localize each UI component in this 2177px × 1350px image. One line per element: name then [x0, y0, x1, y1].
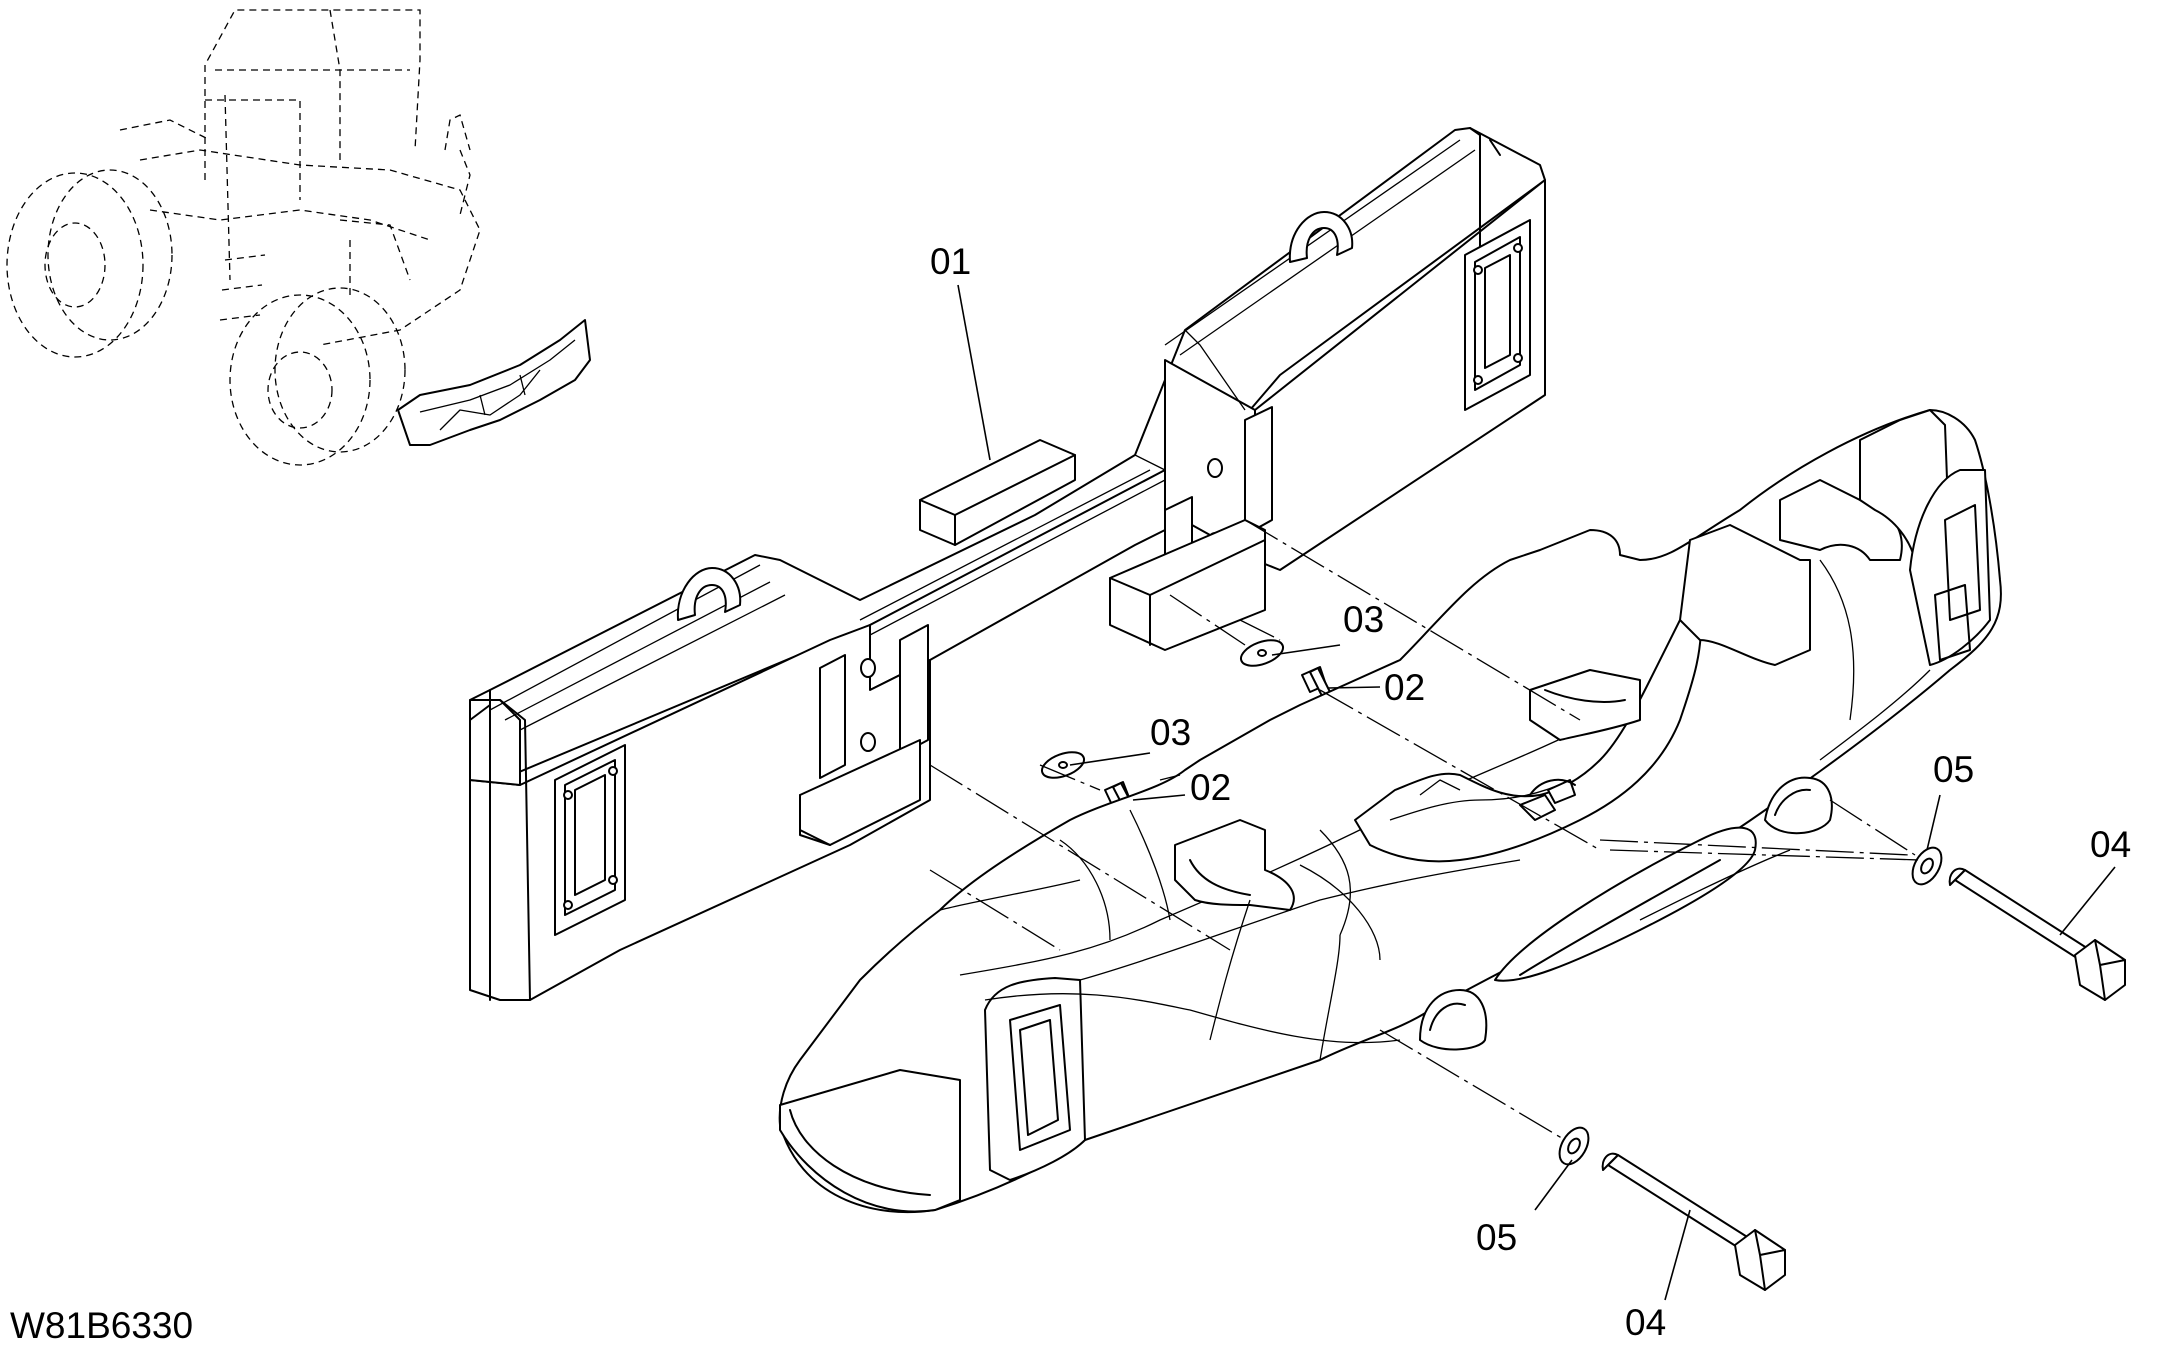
callout-leaders — [957, 284, 2116, 1301]
callout-02-lower: 02 — [1190, 767, 1231, 808]
callout-01: 01 — [930, 241, 971, 282]
part-02-03-bolt-washer-upper — [1239, 639, 1331, 697]
drawing-code: W81B6330 — [10, 1305, 193, 1346]
callout-04-right: 04 — [2090, 824, 2131, 865]
counterweight-body — [778, 409, 2002, 1214]
callout-02-upper: 02 — [1384, 667, 1425, 708]
callout-05-right: 05 — [1933, 749, 1974, 790]
part-04-05-bolt-washer-left — [1558, 1126, 1786, 1291]
callout-03-upper: 03 — [1343, 599, 1384, 640]
machine-locator-illustration — [6, 9, 591, 466]
part-01-mounting-bracket — [469, 127, 1546, 1001]
callout-labels: 01 03 02 03 02 05 04 05 04 W81B6330 — [10, 241, 2131, 1346]
assembly-center-lines — [929, 519, 1921, 1141]
callout-03-lower: 03 — [1150, 712, 1191, 753]
callout-04-left: 04 — [1625, 1302, 1666, 1343]
callout-05-left: 05 — [1476, 1217, 1517, 1258]
part-04-05-bolt-washer-right — [1911, 846, 2126, 1001]
